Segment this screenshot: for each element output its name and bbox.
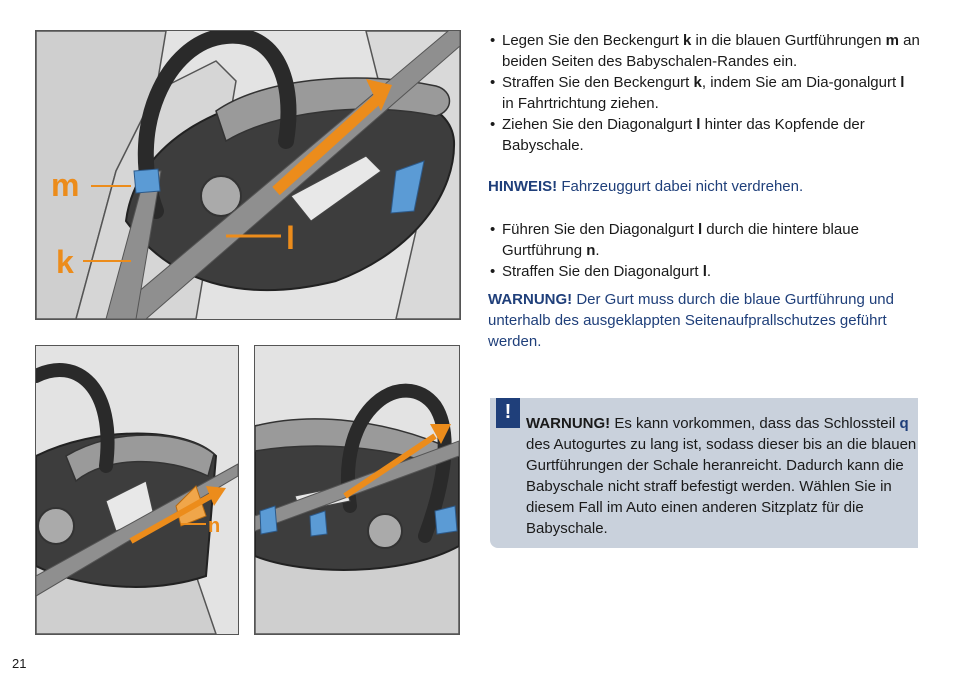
bold-ref: k	[682, 32, 692, 49]
text-run: in die blauen Gurtführungen	[691, 32, 886, 49]
list-item: Ziehen Sie den Diagonalgurt l hinter das…	[488, 114, 920, 156]
hinweis-text: Fahrzeuggurt dabei nicht verdrehen.	[557, 178, 804, 195]
bold-ref: l	[900, 74, 905, 91]
list-item: Legen Sie den Beckengurt k in die blauen…	[488, 30, 920, 72]
illustration-bottom-left: n	[35, 345, 239, 635]
bold-ref: n	[586, 242, 596, 259]
list-item: Straffen Sie den Diagonalgurt l.	[488, 261, 920, 282]
hinweis-note: HINWEIS! Fahrzeuggurt dabei nicht verdre…	[488, 176, 920, 197]
instruction-list-1: Legen Sie den Beckengurt k in die blauen…	[488, 30, 920, 156]
exclamation-icon: !	[496, 398, 520, 428]
warning-label: WARNUNG!	[488, 291, 573, 308]
label-k: k	[56, 244, 74, 280]
text-run: durch die hintere blaue Gurtführung	[502, 221, 859, 259]
illustration-top: m k l	[35, 30, 461, 320]
hinweis-label: HINWEIS!	[488, 178, 558, 195]
instruction-list-2: Führen Sie den Diagonalgurt l durch die …	[488, 219, 920, 282]
text-run: Führen Sie den Diagonalgurt	[502, 221, 698, 238]
bold-ref: l	[697, 221, 703, 238]
warning-box-text: WARNUNG! Es kann vorkommen, dass das Sch…	[526, 413, 918, 539]
bold-ref: m	[885, 32, 899, 49]
text-run: an beiden Seiten des Babyschalen-Randes …	[502, 32, 920, 70]
text-run: Es kann vorkommen, dass das Schlossteil	[610, 415, 900, 432]
text-run: .	[706, 263, 712, 280]
text-run: Straffen Sie den Diagonalgurt	[502, 263, 703, 280]
bold-ref: q	[899, 415, 909, 432]
warning-note: WARNUNG! Der Gurt muss durch die blaue G…	[488, 289, 920, 352]
illustration-bottom-right	[254, 345, 460, 635]
bold-ref: WARNUNG!	[526, 415, 611, 432]
label-n: n	[208, 515, 220, 537]
text-run: .	[595, 242, 600, 259]
bold-ref: l	[696, 116, 701, 133]
warning-text: Der Gurt muss durch die blaue Gurtführun…	[488, 291, 894, 350]
list-item: Straffen Sie den Beckengurt k, indem Sie…	[488, 72, 920, 114]
text-run: , indem Sie am Dia-gonalgurt	[701, 74, 901, 91]
text-run: hinter das Kopfende der Babyschale.	[502, 116, 865, 154]
page-number: 21	[12, 656, 27, 671]
label-l: l	[286, 220, 295, 256]
text-run: Ziehen Sie den Diagonalgurt	[502, 116, 697, 133]
text-run: Straffen Sie den Beckengurt	[502, 74, 694, 91]
text-run: Legen Sie den Beckengurt	[502, 32, 683, 49]
text-run: in Fahrtrichtung ziehen.	[502, 95, 659, 112]
list-item: Führen Sie den Diagonalgurt l durch die …	[488, 219, 920, 261]
text-run: des Autogurtes zu lang ist, sodass diese…	[526, 436, 917, 537]
warning-box: ! WARNUNG! Es kann vorkommen, dass das S…	[490, 398, 918, 548]
bold-ref: l	[702, 263, 707, 280]
label-m: m	[51, 167, 79, 203]
bold-ref: k	[693, 74, 702, 91]
